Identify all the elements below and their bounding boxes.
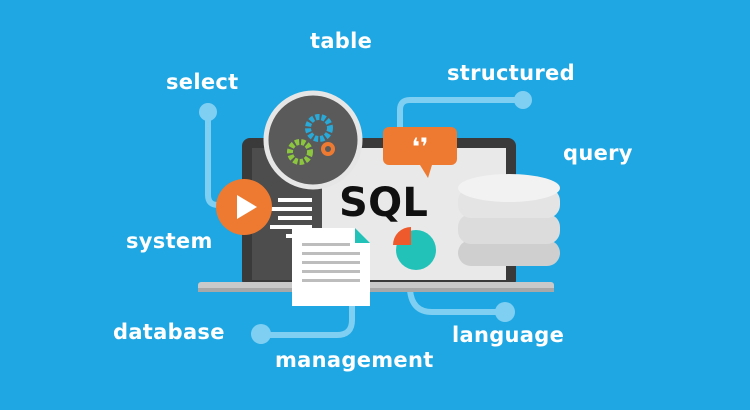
chat-bubble-icon: ❛❜ — [383, 127, 457, 178]
label-language: language — [452, 323, 565, 347]
label-system: system — [126, 229, 213, 253]
pie-chart-icon — [393, 227, 436, 270]
svg-text:❛❜: ❛❜ — [412, 133, 429, 161]
settings-gears-icon — [263, 90, 363, 190]
label-management: management — [275, 348, 434, 372]
connector-dots — [199, 91, 532, 344]
database-icon — [458, 174, 560, 266]
label-table: table — [310, 29, 373, 53]
label-structured: structured — [447, 61, 575, 85]
play-icon — [216, 179, 272, 235]
label-database: database — [113, 320, 225, 344]
screen-title: SQL — [339, 180, 429, 226]
connector-lines — [205, 97, 525, 338]
label-select: select — [166, 70, 239, 94]
label-query: query — [563, 141, 633, 165]
document-icon — [292, 228, 370, 306]
